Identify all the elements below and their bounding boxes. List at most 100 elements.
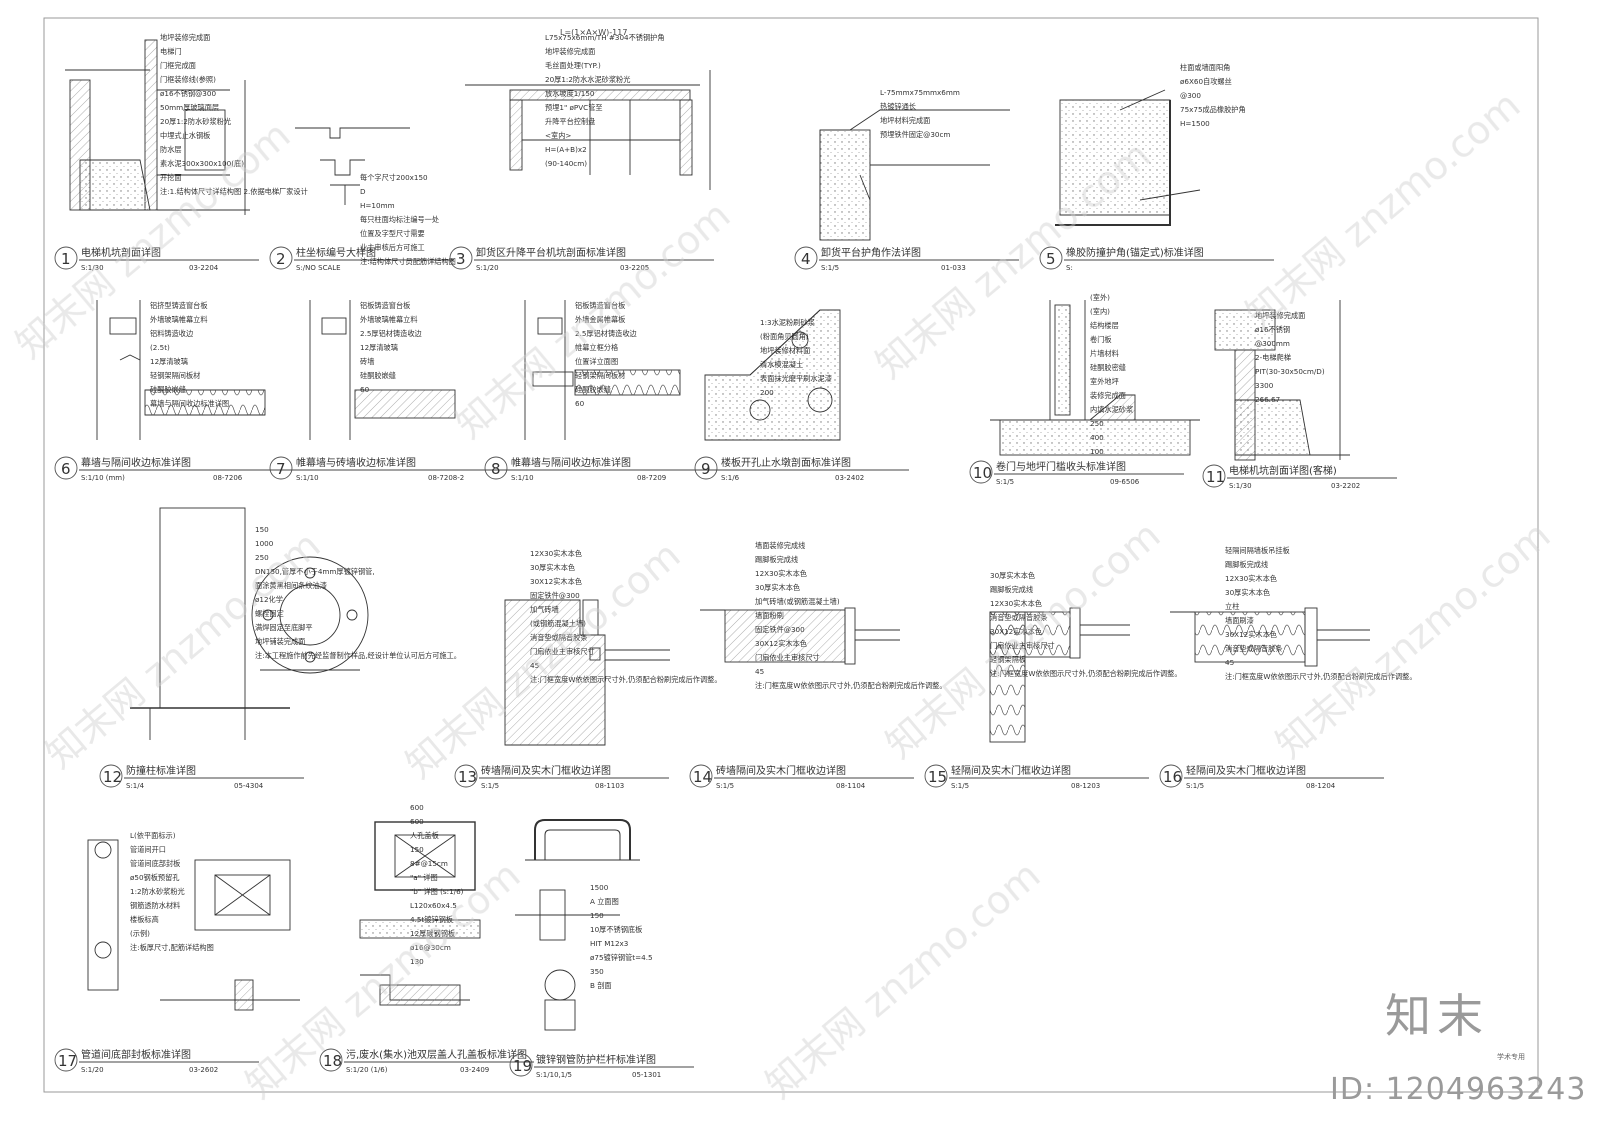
detail-annotation: 轻钢架隔间板材 <box>150 371 200 380</box>
detail-code: 08-7206 <box>213 474 243 482</box>
detail-title: 砖墙隔间及实木门框收边详图 <box>481 764 611 777</box>
detail-annotation: 12X30实木本色 <box>990 599 1042 608</box>
detail-11-drawing <box>1214 300 1350 461</box>
detail-scale: S:1/10 <box>296 474 319 482</box>
detail-annotation: (示例) <box>130 929 150 938</box>
detail-annotation: 电梯门 <box>160 47 182 56</box>
detail-title: 砖墙隔间及实木门框收边详图 <box>716 764 846 777</box>
detail-8-drawing <box>524 300 681 440</box>
detail-annotation: 200 <box>760 388 774 397</box>
detail-code: 03-2402 <box>835 474 864 482</box>
detail-12-drawing <box>130 507 369 740</box>
detail-annotation: 100 <box>1090 447 1104 456</box>
detail-annotation: 30X12实木本色 <box>1225 630 1277 639</box>
detail-number: 14 <box>693 768 712 786</box>
detail-number: 8 <box>491 460 501 478</box>
detail-annotation: 消音垫或隔音胶条 <box>990 613 1048 622</box>
detail-annotation: 130 <box>410 957 424 966</box>
detail-annotation: 硅酮胶嵌缝 <box>575 385 611 394</box>
detail-title: 镀锌钢管防护栏杆标准详图 <box>536 1053 656 1066</box>
detail-annotation: 消音垫或隔音胶条 <box>1225 644 1283 653</box>
detail-1-drawing <box>65 39 250 215</box>
detail-annotation: ø12化学 <box>255 595 283 604</box>
detail-annotation: 250 <box>255 553 269 562</box>
detail-annotation: 钢筋透防水材料 <box>130 901 180 910</box>
detail-annotation: 注:门框宽度W依依图示尺寸外,仍须配合粉刷完成后作调整。 <box>990 669 1182 678</box>
detail-annotation: 地坪装修完成面 <box>160 33 210 42</box>
detail-annotation: 45 <box>1225 658 1234 667</box>
detail-annotation: L(依平面标示) <box>130 831 176 840</box>
detail-number: 17 <box>58 1052 77 1070</box>
detail-number: 13 <box>458 768 477 786</box>
detail-10-drawing <box>990 300 1200 456</box>
detail-scale: S:1/5 <box>951 782 969 790</box>
detail-annotation: 30厚实木本色 <box>755 583 800 592</box>
detail-annotation: 预埋铁件固定@30cm <box>880 130 950 139</box>
detail-scale: S:1/5 <box>481 782 499 790</box>
detail-annotation: 消音垫或隔音胶条 <box>530 633 588 642</box>
detail-annotation: 铝料铸造收边 <box>150 329 193 338</box>
detail-annotation: H=(A+B)x2 <box>545 145 587 154</box>
detail-2-drawing <box>295 127 410 205</box>
detail-number: 9 <box>701 460 711 478</box>
detail-number: 19 <box>513 1057 532 1075</box>
detail-annotation: 30厚实木本色 <box>530 563 575 572</box>
detail-scale: S:1/10 (mm) <box>81 474 125 482</box>
detail-annotation: (或钢筋混凝土墙) <box>530 619 586 628</box>
detail-scale: S:1/5 <box>821 264 839 272</box>
detail-title: 污,废水(集水)池双层盖人孔盖板标准详图 <box>346 1048 527 1061</box>
detail-annotation: 铝板铸造窗台板 <box>360 301 410 310</box>
detail-annotation: 150 <box>410 845 424 854</box>
detail-code: 03-2202 <box>1331 482 1360 490</box>
detail-3-drawing <box>465 70 711 190</box>
brand-logo: 知末 <box>1385 989 1489 1043</box>
detail-annotation: ø6X60自攻螺丝 <box>1180 77 1232 86</box>
detail-number: 12 <box>103 768 122 786</box>
detail-annotation: 固定铁件@300 <box>530 591 580 600</box>
detail-annotation: 注:板厚尺寸,配筋详结构图 <box>130 943 214 952</box>
detail-annotation: "b" 详图 (s:1/6) <box>410 887 464 896</box>
detail-title: 柱坐标编号大样图 <box>296 246 376 259</box>
detail-annotation: DN150,管厚不小于4mm厚镀锌钢管, <box>255 567 375 576</box>
detail-annotation: 门框完成面 <box>160 61 196 70</box>
detail-annotation: 防水层 <box>160 145 182 154</box>
detail-scale: S:1/5 <box>1186 782 1204 790</box>
detail-number-circle <box>449 246 473 270</box>
detail-annotation: @300mm <box>1255 339 1290 348</box>
detail-number: 2 <box>276 250 286 268</box>
brand-subtitle: 学术专用 <box>1497 1053 1525 1061</box>
detail-number-circle <box>924 764 948 788</box>
detail-scale: S:1/20 <box>81 1066 104 1074</box>
svg-text:知末网 znzmo.com: 知末网 znzmo.com <box>448 193 739 447</box>
detail-title: 帷幕墙与隔间收边标准详图 <box>511 456 631 469</box>
detail-annotation: 装修完成面 <box>1090 391 1126 400</box>
detail-annotation: 2-电梯爬梯 <box>1255 353 1291 362</box>
detail-annotation: PIT(30-30x50cm/D) <box>1255 367 1325 376</box>
detail-scale: S:/NO SCALE <box>296 264 341 272</box>
detail-number-circle <box>269 456 293 480</box>
detail-title: 帷幕墙与砖墙收边标准详图 <box>296 456 416 469</box>
detail-scale: S:1/10,1/5 <box>536 1071 572 1079</box>
sheet-border <box>43 17 1539 1093</box>
detail-annotation: 12X30实木本色 <box>1225 574 1277 583</box>
detail-annotation: 外墙玻璃帷幕立料 <box>360 315 418 324</box>
detail-annotation: 266.67 <box>1255 395 1280 404</box>
detail-annotation: H=1500 <box>1180 119 1210 128</box>
detail-annotation: 每个字尺寸200x150 <box>360 173 428 182</box>
detail-annotation: 12X30实木本色 <box>530 549 582 558</box>
detail-19-drawing <box>515 819 640 1031</box>
svg-text:知末网 znzmo.com: 知末网 znzmo.com <box>38 523 329 777</box>
detail-annotation: 注:门框宽度W依依图示尺寸外,仍须配合粉刷完成后作调整。 <box>1225 672 1417 681</box>
detail-scale: S:1/20 <box>476 264 499 272</box>
detail-annotation: ø16不锈钢@300 <box>160 89 216 98</box>
detail-annotation: 8#@15cm <box>410 859 448 868</box>
detail-annotation: 1:2防水砂浆粉光 <box>130 887 185 896</box>
detail-7-drawing <box>309 300 456 440</box>
top-dimension-label: L=(1×A×W)-117 <box>560 28 627 37</box>
detail-annotation: 立柱 <box>1225 602 1239 611</box>
detail-annotation: HIT M12x3 <box>590 939 628 948</box>
detail-annotation: 墙面装修完成线 <box>755 541 805 550</box>
detail-annotation: 放水坡度1/150 <box>545 89 595 98</box>
